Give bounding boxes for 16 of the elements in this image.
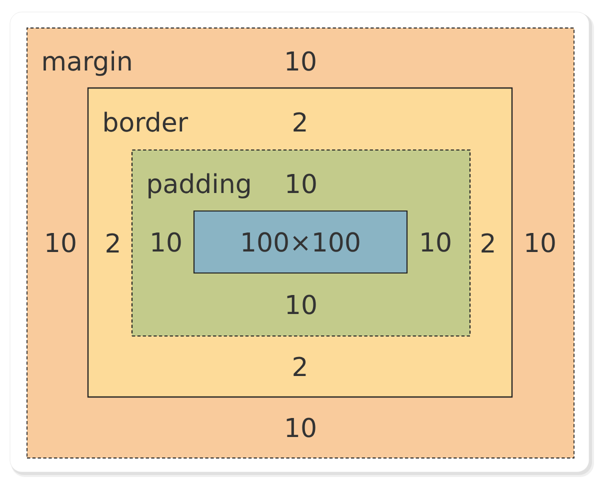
content-box: 100×100 — [193, 210, 408, 274]
size-value: 10 — [152, 232, 181, 252]
size-value: 2 — [294, 356, 306, 376]
size-value: 2 — [106, 233, 119, 252]
area-label: margin — [44, 50, 131, 76]
size-value: 10 — [287, 174, 316, 194]
size-value: 10 — [287, 294, 316, 314]
area-label: padding — [148, 173, 250, 198]
area-label: border — [104, 112, 188, 132]
size-value: 2 — [294, 112, 306, 132]
size-value: 10 — [286, 418, 316, 438]
size-value: 2 — [482, 233, 494, 252]
size-value: 10 — [286, 51, 316, 71]
size-value: 10 — [526, 232, 555, 252]
size-value: 10 — [422, 232, 450, 252]
size-value: 10 — [46, 232, 76, 252]
